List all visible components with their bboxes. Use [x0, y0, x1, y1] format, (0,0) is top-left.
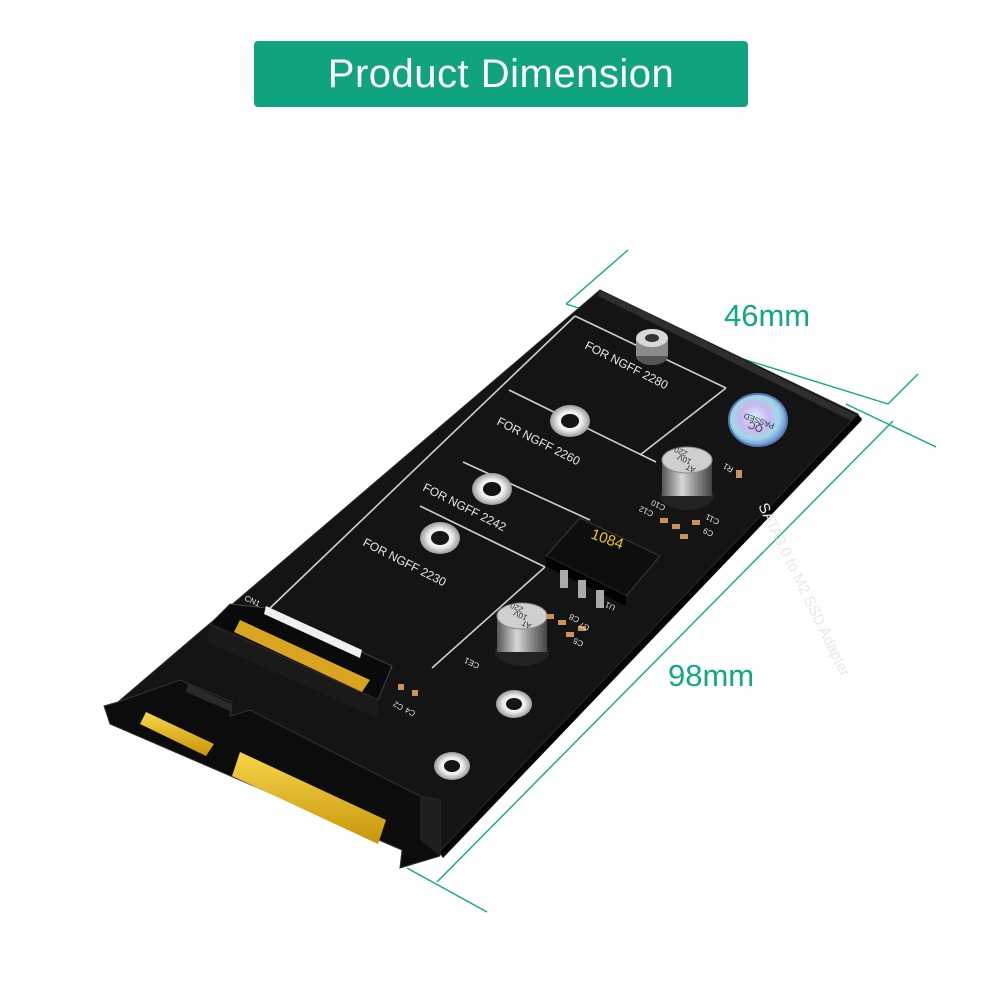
ref-label: U1: [603, 600, 617, 613]
ref-label: C7: [577, 620, 591, 633]
capacitor-ce1: 220 10V AT: [495, 600, 549, 666]
ref-label: C9: [701, 526, 715, 539]
qc-passed-sticker: QC PASSED: [728, 393, 788, 447]
qc-label-top: QC: [747, 418, 765, 433]
title-banner: Product Dimension: [254, 41, 748, 107]
reference-designators: R1 C12 C10 C11 C9 C8 C7 C5 U1 CE1 C2 C4 …: [243, 461, 735, 718]
regulator-chip: 1084: [545, 517, 661, 608]
ref-label: C8: [567, 612, 581, 625]
board-name: SATA3.0 to M2 SSD Adapter: [754, 500, 853, 679]
cap2-type: AT: [520, 618, 533, 630]
length-dimension-label: 98mm: [668, 658, 755, 693]
mounting-hole: [550, 405, 590, 437]
mounting-hole: [496, 690, 532, 718]
standoff-post: [636, 329, 668, 365]
mounting-hole: [434, 752, 470, 780]
m2-connector: [206, 603, 393, 718]
sata-connector: [103, 679, 441, 869]
length-dimension-line: [406, 403, 937, 913]
width-dimension-label: 46mm: [724, 298, 811, 333]
ref-label: C5: [571, 636, 585, 649]
smd-components: [398, 470, 742, 696]
mounting-hole: [472, 473, 512, 505]
page-title: Product Dimension: [327, 51, 675, 96]
capacitor-ce2: 220 10V AT: [660, 444, 714, 510]
adapter-board: [117, 289, 862, 858]
mounting-hole: [420, 522, 460, 554]
cap1-type: AT: [684, 462, 697, 474]
